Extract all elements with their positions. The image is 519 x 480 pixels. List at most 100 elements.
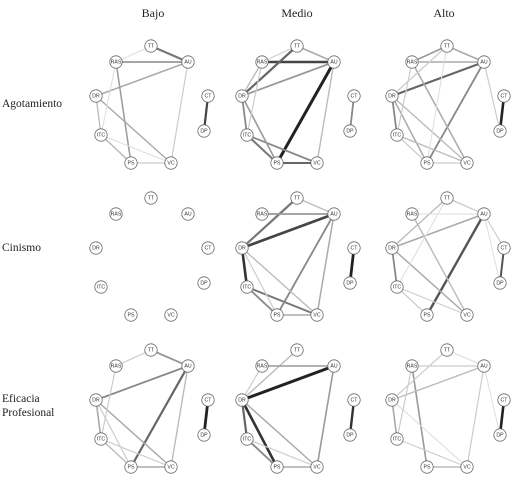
edge-tt-dr bbox=[240, 196, 299, 250]
node-label: ITC bbox=[393, 436, 402, 442]
node-label: DP bbox=[346, 432, 354, 438]
node-label: PS bbox=[128, 464, 135, 470]
edge-tt-au bbox=[149, 44, 190, 64]
edge-dr-au bbox=[95, 365, 189, 401]
node-label: AU bbox=[330, 363, 337, 369]
node-itc: ITC bbox=[94, 432, 108, 446]
node-label: VC bbox=[313, 464, 320, 470]
node-ras: RAS bbox=[109, 207, 123, 221]
edge-dr-vc bbox=[241, 247, 318, 316]
edge-itc-ps bbox=[100, 438, 132, 468]
node-ct: CT bbox=[201, 241, 215, 255]
node-label: DR bbox=[388, 245, 396, 251]
edge-tt-ps bbox=[426, 45, 448, 164]
node-vc: VC bbox=[310, 156, 324, 170]
node-label: PS bbox=[128, 160, 135, 166]
node-dp: DP bbox=[197, 276, 211, 290]
edge-dr-ps bbox=[241, 247, 278, 316]
node-tt: TT bbox=[144, 39, 158, 53]
node-dr: DR bbox=[385, 241, 399, 255]
edge-itc-ps bbox=[246, 286, 278, 316]
node-ras: RAS bbox=[109, 359, 123, 373]
node-label: VC bbox=[167, 312, 174, 318]
node-label: AU bbox=[480, 363, 487, 369]
node-dp: DP bbox=[493, 124, 507, 138]
edge-dr-vc bbox=[95, 399, 172, 468]
node-label: DR bbox=[388, 397, 396, 403]
node-vc: VC bbox=[460, 156, 474, 170]
node-label: ITC bbox=[393, 284, 402, 290]
node-label: VC bbox=[167, 464, 174, 470]
node-ct: CT bbox=[347, 393, 361, 407]
node-dp: DP bbox=[493, 276, 507, 290]
node-label: AU bbox=[480, 211, 487, 217]
node-label: AU bbox=[330, 59, 337, 65]
node-ps: PS bbox=[270, 460, 284, 474]
edge-dr-au bbox=[240, 364, 336, 402]
node-vc: VC bbox=[164, 308, 178, 322]
node-label: RAS bbox=[407, 363, 418, 369]
node-label: TT bbox=[294, 347, 301, 353]
edge-itc-ps bbox=[396, 134, 428, 164]
node-au: AU bbox=[327, 207, 341, 221]
node-itc: ITC bbox=[240, 128, 254, 142]
edge-dr-vc bbox=[391, 95, 468, 164]
edge-au-vc bbox=[466, 365, 485, 468]
node-label: DR bbox=[92, 397, 100, 403]
node-tt: TT bbox=[440, 191, 454, 205]
node-ras: RAS bbox=[405, 359, 419, 373]
node-au: AU bbox=[477, 359, 491, 373]
node-label: DP bbox=[496, 128, 504, 134]
edge-ps-au bbox=[276, 213, 335, 316]
edge-tt-au bbox=[446, 349, 485, 367]
edge-itc-vc bbox=[396, 438, 468, 468]
node-label: DR bbox=[92, 93, 100, 99]
edge-au-vc bbox=[170, 365, 189, 468]
edge-dr-au bbox=[390, 60, 486, 98]
edge-dr-vc bbox=[391, 247, 468, 316]
edge-ras-itc bbox=[100, 365, 117, 440]
node-label: AU bbox=[184, 211, 191, 217]
edge-tt-au bbox=[446, 197, 485, 215]
node-ps: PS bbox=[420, 308, 434, 322]
node-ras: RAS bbox=[405, 207, 419, 221]
node-itc: ITC bbox=[390, 128, 404, 142]
edge-tt-au bbox=[150, 349, 189, 367]
node-label: TT bbox=[444, 195, 451, 201]
node-label: PS bbox=[424, 160, 431, 166]
node-label: VC bbox=[167, 160, 174, 166]
node-itc: ITC bbox=[94, 280, 108, 294]
node-ct: CT bbox=[497, 241, 511, 255]
node-label: PS bbox=[274, 464, 281, 470]
node-label: DP bbox=[200, 280, 208, 286]
node-label: RAS bbox=[111, 59, 122, 65]
edge-ps-au bbox=[129, 364, 190, 469]
node-label: DR bbox=[238, 245, 246, 251]
node-vc: VC bbox=[164, 156, 178, 170]
edge-ras-ps bbox=[411, 365, 428, 468]
node-ras: RAS bbox=[405, 55, 419, 69]
node-dr: DR bbox=[89, 241, 103, 255]
node-label: RAS bbox=[407, 211, 418, 217]
node-au: AU bbox=[181, 55, 195, 69]
edge-itc-vc bbox=[246, 286, 318, 316]
edge-itc-vc bbox=[100, 134, 172, 164]
node-tt: TT bbox=[440, 343, 454, 357]
node-tt: TT bbox=[290, 39, 304, 53]
edge-dr-ps bbox=[391, 95, 428, 164]
edge-ras-itc bbox=[396, 61, 413, 136]
row-title-line: Cinismo bbox=[2, 242, 41, 254]
node-ps: PS bbox=[124, 156, 138, 170]
node-label: DP bbox=[496, 280, 504, 286]
edge-itc-vc bbox=[100, 438, 172, 468]
node-label: DP bbox=[496, 432, 504, 438]
node-dr: DR bbox=[89, 89, 103, 103]
node-dp: DP bbox=[197, 124, 211, 138]
node-label: TT bbox=[294, 43, 301, 49]
edge-tt-au bbox=[296, 197, 335, 215]
row-title-line: Agotamiento bbox=[2, 98, 63, 110]
node-label: ITC bbox=[243, 132, 252, 138]
